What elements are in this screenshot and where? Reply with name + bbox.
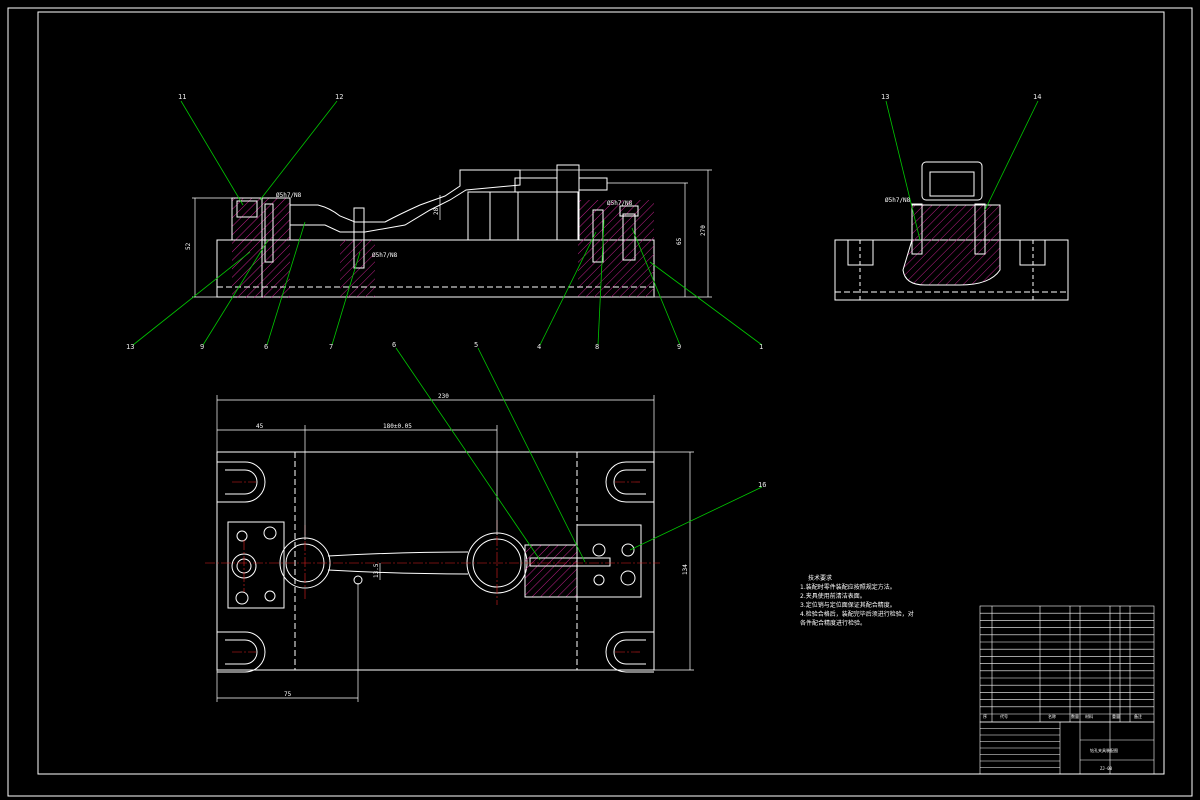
top-leaders xyxy=(395,347,763,563)
balloon-front-2: 13 xyxy=(126,343,134,351)
col-code: 代号 xyxy=(1000,713,1008,719)
technical-notes: 技术要求 1.装配时零件装配应按照规定方法。 2.夹具使用前清洁表面。 3.定位… xyxy=(800,574,914,627)
top-view xyxy=(216,451,655,673)
col-weight: 重量 xyxy=(1112,713,1120,719)
fit-label-d: Ø5h7/N8 xyxy=(885,197,911,204)
balloon-front-0: 11 xyxy=(178,93,186,101)
dim-h4: 28 xyxy=(433,207,440,215)
fit-label-a: Ø5h7/N8 xyxy=(276,192,302,199)
balloon-front-9: 1 xyxy=(759,343,763,351)
dim-h3: 270 xyxy=(700,225,707,236)
inner-frame xyxy=(37,11,1165,775)
balloon-front-1: 12 xyxy=(335,93,343,101)
col-seq: 序 xyxy=(983,713,987,719)
side-view xyxy=(834,161,1069,301)
col-mat: 材料 xyxy=(1085,713,1093,719)
notes-title: 技术要求 xyxy=(808,574,832,582)
front-dimensions xyxy=(192,169,712,298)
balloon-front-3: 9 xyxy=(200,343,204,351)
dim-left-width: 45 xyxy=(256,423,264,430)
top-centerlines xyxy=(205,481,660,653)
side-leaders xyxy=(885,100,1039,241)
notes-line-3: 3.定位销与定位面保证其配合精度。 xyxy=(800,601,896,609)
front-leaders xyxy=(132,100,763,346)
top-dimensions xyxy=(216,395,694,702)
balloon-top-2: 16 xyxy=(758,481,766,489)
dim-bottom-width: 75 xyxy=(284,691,292,698)
front-dimension-text: 52 65 270 28 Ø5h7/N8 Ø5h7/N8 Ø5h7/N8 xyxy=(185,192,707,259)
col-name: 名称 xyxy=(1048,713,1056,719)
balloon-top-1: 5 xyxy=(474,341,478,349)
balloon-top-0: 6 xyxy=(392,341,396,349)
notes-line-5: 各件配合精度进行检验。 xyxy=(800,619,866,627)
drawing-title: 钻孔夹具装配图 xyxy=(1090,747,1118,753)
balloon-front-5: 7 xyxy=(329,343,333,351)
front-balloon-labels: 11 12 13 9 6 7 4 8 9 1 xyxy=(126,93,763,351)
parts-list-rows xyxy=(980,612,1154,715)
col-qty: 数量 xyxy=(1071,713,1079,719)
drawing-number: ZJ-00 xyxy=(1100,766,1113,771)
dim-center-width: 180±0.05 xyxy=(383,423,412,430)
balloon-side-1: 14 xyxy=(1033,93,1041,101)
title-block xyxy=(979,721,1155,775)
dim-small-height: 13.5 xyxy=(373,563,380,578)
balloon-side-0: 13 xyxy=(881,93,889,101)
balloon-front-8: 9 xyxy=(677,343,681,351)
notes-line-4: 4.检验合格后，装配完毕后须进行检验，对 xyxy=(800,610,914,618)
balloon-front-7: 8 xyxy=(595,343,599,351)
fit-label-c: Ø5h7/N8 xyxy=(372,252,398,259)
notes-line-2: 2.夹具使用前清洁表面。 xyxy=(800,592,866,600)
parts-list xyxy=(979,605,1155,723)
title-block-text: 序 代号 名称 数量 材料 重量 备注 钻孔夹具装配图 ZJ-00 xyxy=(983,713,1142,771)
title-block-rows xyxy=(980,728,1060,768)
col-note: 备注 xyxy=(1134,713,1142,719)
balloon-front-4: 6 xyxy=(264,343,268,351)
dim-total-height: 134 xyxy=(682,564,689,575)
dim-total-width: 230 xyxy=(438,393,449,400)
balloon-front-6: 4 xyxy=(537,343,541,351)
dim-h2: 65 xyxy=(676,237,683,245)
dim-h1: 52 xyxy=(185,242,192,250)
front-view xyxy=(216,164,655,298)
top-dimension-text: 230 45 180±0.05 75 134 13.5 xyxy=(256,393,689,698)
notes-line-1: 1.装配时零件装配应按照规定方法。 xyxy=(800,583,896,591)
fit-label-b: Ø5h7/N8 xyxy=(607,200,633,207)
outer-frame xyxy=(7,7,1193,797)
